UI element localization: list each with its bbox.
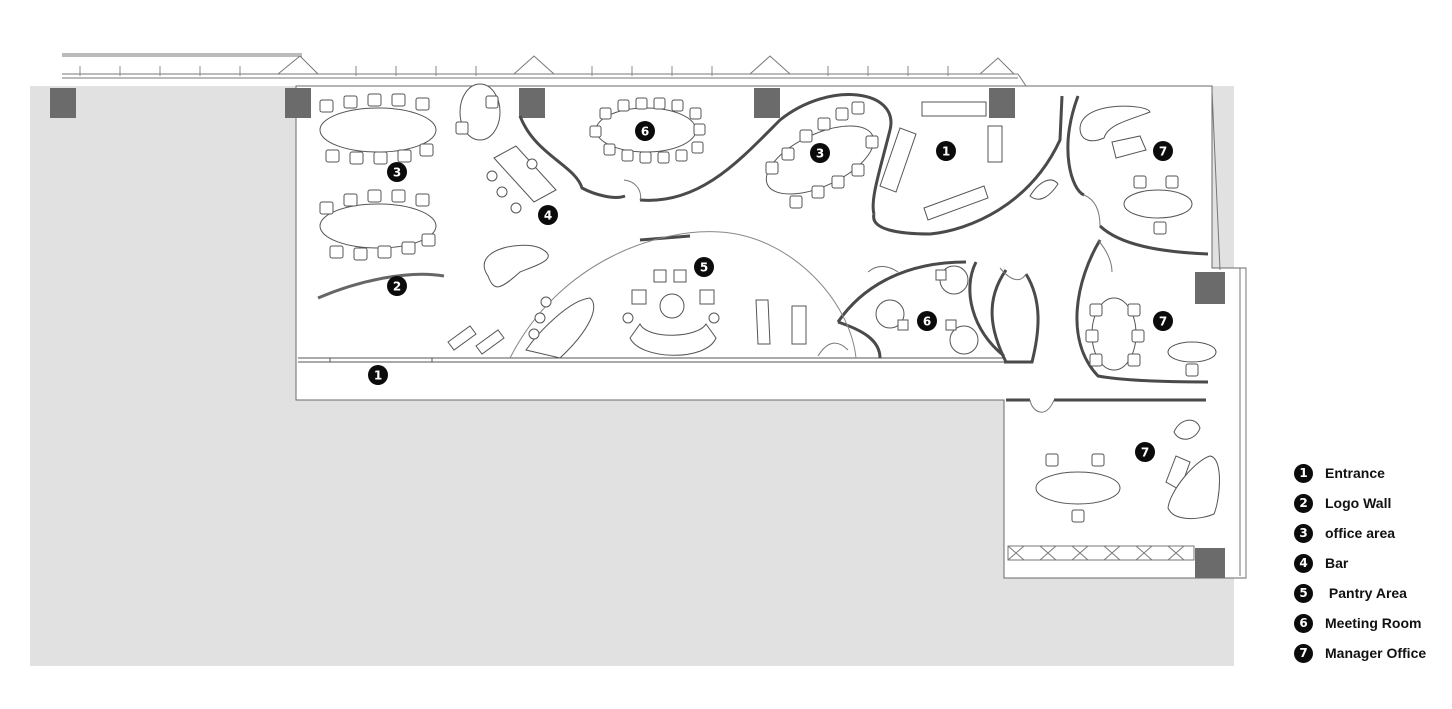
map-marker-dot [635, 121, 655, 141]
legend-item-meeting-room: 6 Meeting Room [1294, 608, 1426, 638]
legend-item-pantry-area: 5 Pantry Area [1294, 578, 1426, 608]
map-marker-dot [1153, 311, 1173, 331]
map-marker-dot [936, 141, 956, 161]
pantry-arc [509, 231, 857, 359]
map-marker-7: 7 [1153, 311, 1173, 331]
legend-label: Manager Office [1325, 645, 1427, 661]
manager-office-top [1079, 105, 1193, 235]
legend-label: Logo Wall [1325, 495, 1392, 511]
legend-number: 2 [1294, 493, 1313, 513]
map-marker-number: 5 [700, 261, 708, 275]
map-marker-3: 3 [387, 162, 407, 182]
office-area-left [319, 83, 501, 261]
legend-label: Bar [1325, 555, 1349, 571]
legend-number: 3 [1294, 523, 1313, 543]
map-marker-7: 7 [1135, 442, 1155, 462]
legend: 1 Entrance 2 Logo Wall 3 office area 4 B… [1294, 458, 1426, 668]
map-marker-number: 7 [1141, 446, 1149, 460]
map-marker-6: 6 [917, 311, 937, 331]
curtain-wall [62, 53, 1247, 578]
meeting-room-bottom-furniture [875, 265, 979, 355]
legend-label: Pantry Area [1325, 585, 1407, 601]
legend-number: 1 [1294, 463, 1313, 483]
manager-office-bottom [1035, 419, 1220, 523]
map-marker-number: 2 [393, 280, 401, 294]
legend-number: 4 [1294, 553, 1313, 573]
map-marker-number: 7 [1159, 315, 1167, 329]
facade-mullions [79, 66, 949, 76]
map-marker-3: 3 [810, 143, 830, 163]
entrance-furniture [879, 101, 1059, 221]
legend-item-office-area: 3 office area [1294, 518, 1426, 548]
legend-number: 7 [1294, 643, 1313, 663]
legend-item-logo-wall: 2 Logo Wall [1294, 488, 1426, 518]
map-marker-7: 7 [1153, 141, 1173, 161]
map-marker-4: 4 [538, 205, 558, 225]
legend-number: 6 [1294, 613, 1313, 633]
map-marker-dot [368, 365, 388, 385]
legend-label: Entrance [1325, 465, 1385, 481]
map-marker-number: 3 [393, 166, 401, 180]
legend-label: Meeting Room [1325, 615, 1422, 631]
legend-label: office area [1325, 525, 1396, 541]
map-marker-dot [387, 162, 407, 182]
logo-wall [317, 272, 445, 300]
map-marker-number: 6 [923, 315, 931, 329]
manager-office-middle [1085, 297, 1217, 377]
map-marker-number: 7 [1159, 145, 1167, 159]
legend-item-bar: 4 Bar [1294, 548, 1426, 578]
map-marker-number: 6 [641, 125, 649, 139]
map-marker-number: 1 [374, 369, 382, 383]
map-marker-1: 1 [368, 365, 388, 385]
map-marker-2: 2 [387, 276, 407, 296]
map-marker-dot [538, 205, 558, 225]
pantry-furniture [447, 269, 807, 359]
bar [483, 145, 557, 288]
map-marker-1: 1 [936, 141, 956, 161]
map-marker-dot [917, 311, 937, 331]
map-marker-dot [387, 276, 407, 296]
map-markers: 1 3 3 6 4 5 2 6 1 7 7 7 [368, 121, 1173, 462]
map-marker-dot [1135, 442, 1155, 462]
structural-columns [50, 88, 1225, 578]
map-marker-number: 1 [942, 145, 950, 159]
legend-number: 5 [1294, 583, 1313, 603]
curtain-wall-bottom [1007, 545, 1195, 561]
map-marker-6: 6 [635, 121, 655, 141]
map-marker-5: 5 [694, 257, 714, 277]
door-swings [623, 179, 1113, 413]
map-marker-dot [1153, 141, 1173, 161]
map-marker-dot [694, 257, 714, 277]
entrance-strip [298, 357, 1004, 363]
interior-walls [518, 93, 1209, 402]
map-marker-number: 3 [816, 147, 824, 161]
legend-item-entrance: 1 Entrance [1294, 458, 1426, 488]
map-marker-dot [810, 143, 830, 163]
legend-item-manager-office: 7 Manager Office [1294, 638, 1426, 668]
map-marker-number: 4 [544, 209, 552, 223]
